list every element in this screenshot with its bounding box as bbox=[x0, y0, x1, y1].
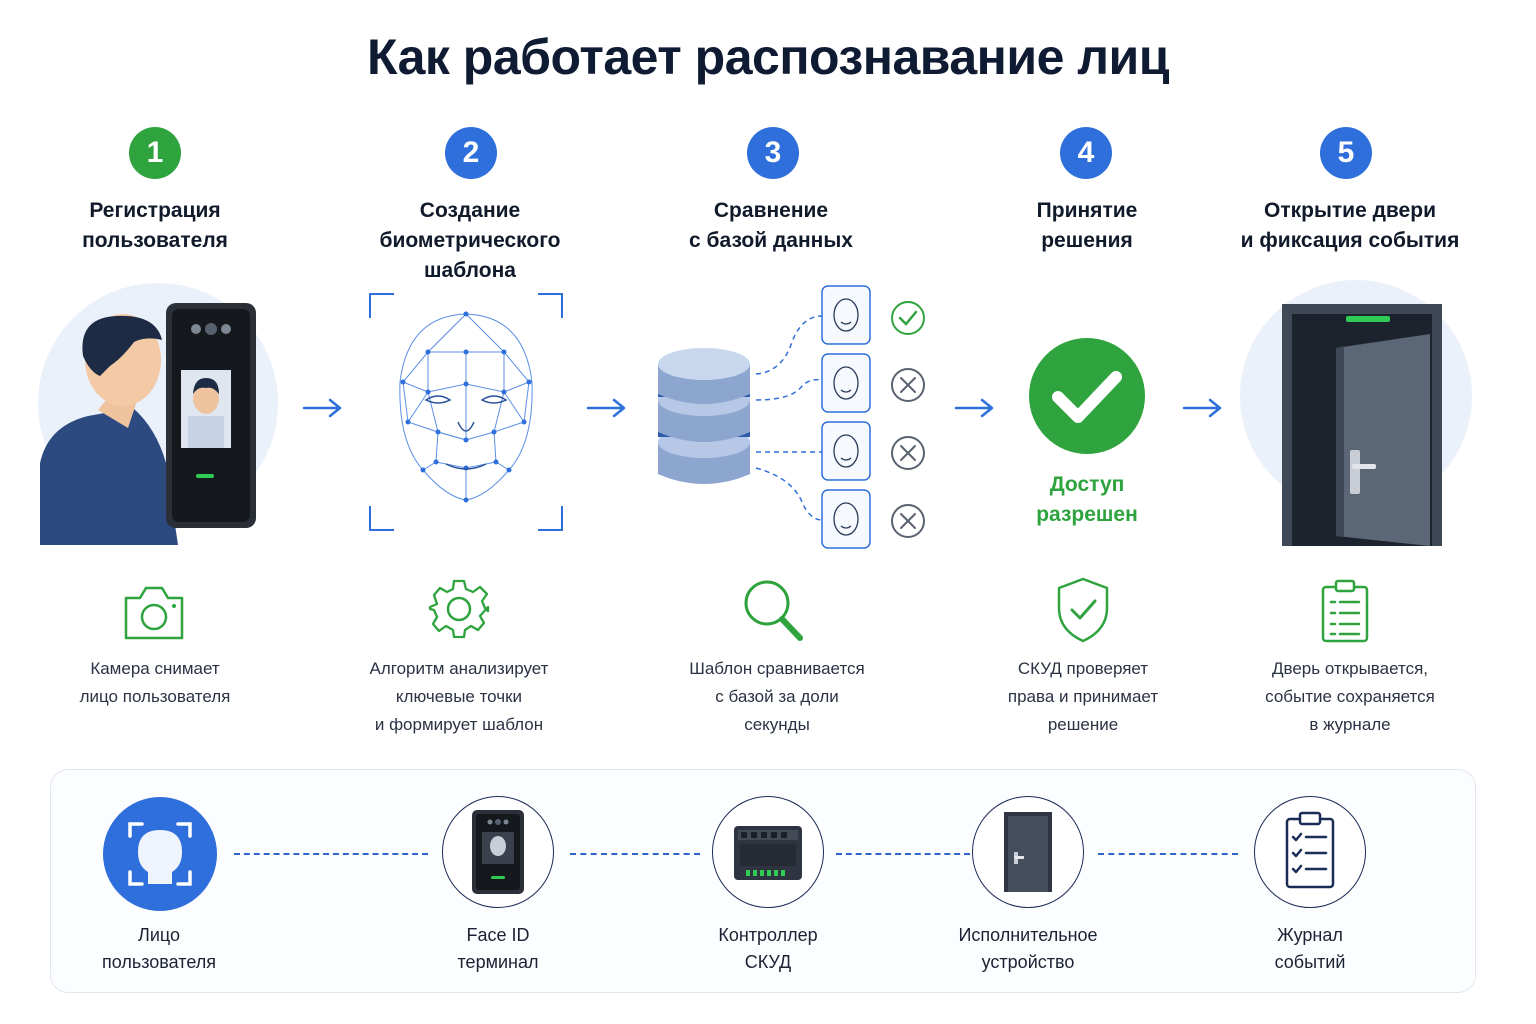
arrow-right-icon bbox=[954, 398, 994, 418]
connector-line bbox=[1098, 853, 1238, 855]
arrow-right-icon bbox=[302, 398, 342, 418]
step-3-title: Сравнение с базой данных bbox=[689, 199, 853, 252]
step-4-number: 4 bbox=[1060, 127, 1112, 179]
step-3-number: 3 bbox=[747, 127, 799, 179]
step-2-description: Алгоритм анализирует ключевые точки и фо… bbox=[369, 659, 549, 734]
mesh-points bbox=[400, 311, 532, 503]
step-1-title: Регистрация пользователя bbox=[82, 199, 228, 252]
step-1-number: 1 bbox=[129, 127, 181, 179]
step-4-title: Принятие решения bbox=[1036, 199, 1138, 252]
mesh-lines bbox=[399, 313, 533, 501]
step-5-title: Открытие двери и фиксация события bbox=[1240, 199, 1460, 252]
door-lock bbox=[1350, 450, 1360, 494]
door-icon bbox=[1004, 812, 1052, 892]
component-label-journal: Журнал событий bbox=[1274, 925, 1346, 972]
step-5-description: Дверь открывается, событие сохраняется в… bbox=[1265, 659, 1435, 734]
person-hair bbox=[82, 315, 162, 376]
arrow-right-icon bbox=[1182, 398, 1222, 418]
face-mesh-illustration bbox=[369, 293, 563, 531]
person-body bbox=[40, 408, 178, 545]
registration-illustration bbox=[38, 283, 278, 545]
scan-frame bbox=[369, 293, 563, 531]
face-cards bbox=[821, 285, 871, 549]
component-label-face: Лицо пользователя bbox=[102, 925, 216, 972]
access-granted-label: Доступ разрешен bbox=[1036, 473, 1138, 526]
status-light bbox=[1346, 316, 1390, 322]
open-door-illustration bbox=[1240, 280, 1472, 546]
door-handle bbox=[1352, 464, 1376, 469]
terminal-icon bbox=[472, 810, 524, 894]
door-leaf bbox=[1336, 334, 1430, 546]
step-4-description: СКУД проверяет права и принимает решение bbox=[1007, 659, 1159, 734]
component-label-controller: Контроллер СКУД bbox=[718, 925, 818, 972]
gear-icon bbox=[428, 579, 490, 639]
camera-icon bbox=[124, 586, 184, 640]
match-check-icon bbox=[891, 301, 925, 335]
step-3-description: Шаблон сравнивается с базой за доли секу… bbox=[689, 659, 865, 734]
checklist-icon bbox=[1285, 811, 1335, 889]
component-label-terminal: Face ID терминал bbox=[457, 925, 539, 972]
step-2-number: 2 bbox=[445, 127, 497, 179]
component-label-actuator: Исполнительное устройство bbox=[958, 925, 1098, 972]
connector-line bbox=[570, 853, 700, 855]
shield-check-icon bbox=[1057, 577, 1109, 643]
connector-line bbox=[836, 853, 970, 855]
step-1-description: Камера снимает лицо пользователя bbox=[79, 659, 231, 706]
search-icon bbox=[744, 580, 803, 641]
step-5-number: 5 bbox=[1320, 127, 1372, 179]
database-comparison-illustration bbox=[658, 285, 925, 549]
face-features bbox=[424, 395, 508, 470]
clipboard-list-icon bbox=[1321, 579, 1369, 643]
face-scan-icon bbox=[103, 797, 217, 911]
access-granted-check-icon bbox=[1029, 338, 1145, 454]
step-2-title: Создание биометрического шаблона bbox=[379, 199, 561, 282]
connection-lines bbox=[755, 315, 823, 521]
connector-line bbox=[234, 853, 428, 855]
page-title: Как работает распознавание лиц bbox=[366, 29, 1170, 85]
controller-icon bbox=[734, 826, 802, 880]
database-icon bbox=[658, 348, 750, 484]
arrow-right-icon bbox=[586, 398, 626, 418]
mismatch-x-icons bbox=[891, 368, 925, 538]
